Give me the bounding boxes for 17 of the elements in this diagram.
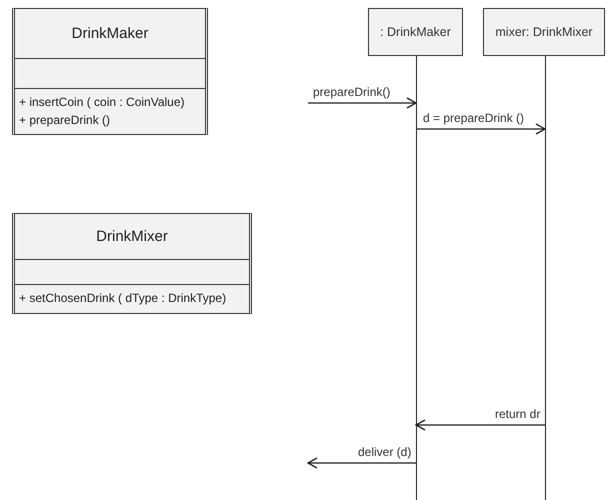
class-name: DrinkMaker <box>15 9 205 59</box>
class-box <box>12 8 208 135</box>
class-name: DrinkMixer <box>15 214 249 260</box>
message-arrow <box>307 457 416 469</box>
class-box <box>12 213 252 314</box>
message-arrow <box>415 419 545 431</box>
operation-text: + setChosenDrink ( dType : DrinkType) <box>18 290 228 307</box>
message-label: deliver (d) <box>357 445 412 459</box>
object-name: mixer: DrinkMixer <box>495 25 593 39</box>
operation-text: + insertCoin ( coin : CoinValue) <box>18 94 186 111</box>
message-arrow <box>416 123 546 135</box>
message-label: prepareDrink() <box>312 85 392 99</box>
object-name: : DrinkMaker <box>380 25 451 39</box>
message-label: d = prepareDrink () <box>422 111 526 125</box>
message-arrow <box>308 97 417 109</box>
operation-text: + prepareDrink () <box>18 112 112 129</box>
message-label: return dr <box>494 407 542 421</box>
